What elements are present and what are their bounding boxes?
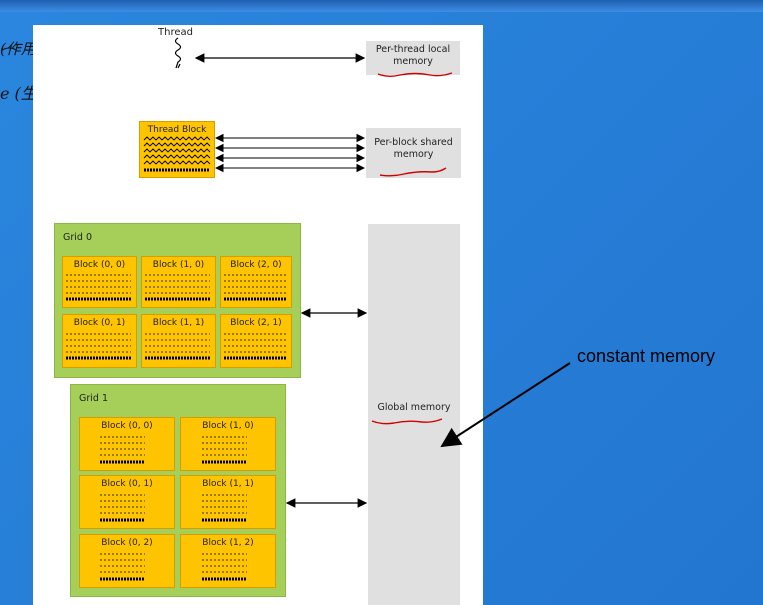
thread-label: Thread bbox=[158, 27, 193, 38]
per-thread-local-memory: Per-thread local memory bbox=[366, 41, 460, 75]
per-block-memory-line2: memory bbox=[393, 149, 434, 160]
constant-memory-annotation: constant memory bbox=[577, 346, 716, 366]
grid1-block-label: Block (0, 2) bbox=[101, 538, 153, 548]
grid0-block-label: Block (0, 1) bbox=[73, 318, 126, 328]
thread-block-label: Thread Block bbox=[147, 125, 207, 135]
thread-squiggle-icon bbox=[174, 37, 182, 69]
grid1-block-label: Block (1, 0) bbox=[202, 421, 254, 431]
global-memory: Global memory bbox=[368, 224, 460, 605]
grid1-block: Block (0, 0) bbox=[79, 417, 175, 471]
per-thread-memory-line2: memory bbox=[393, 56, 433, 67]
grid1-block-label: Block (1, 2) bbox=[202, 538, 254, 548]
constant-memory-pointer-arrow bbox=[440, 362, 571, 448]
grid1-block-label: Block (0, 0) bbox=[101, 421, 153, 431]
thread-block-memory-arrows bbox=[214, 133, 366, 173]
grid-1-title: Grid 1 bbox=[79, 393, 109, 404]
grid0-block-label: Block (2, 0) bbox=[230, 260, 282, 270]
per-thread-memory-line1: Per-thread local bbox=[375, 44, 451, 55]
slide-top-bar bbox=[0, 0, 763, 12]
per-block-shared-memory: Per-block shared memory bbox=[366, 128, 461, 178]
grid0-block-label: Block (1, 0) bbox=[152, 260, 205, 270]
grid-block-threads-icons bbox=[66, 274, 286, 581]
global-memory-label: Global memory bbox=[377, 402, 451, 413]
thread-block-threads-icon bbox=[143, 136, 211, 172]
grid1-block-label: Block (0, 1) bbox=[101, 479, 153, 489]
per-block-memory-line1: Per-block shared bbox=[374, 137, 453, 148]
grid-0-title: Grid 0 bbox=[63, 232, 93, 243]
grid0-block-label: Block (2, 1) bbox=[230, 318, 282, 328]
handwritten-stroke bbox=[1, 47, 17, 51]
grid1-block-label: Block (1, 1) bbox=[202, 479, 254, 489]
red-underlines bbox=[371, 72, 453, 425]
grid0-block-label: Block (0, 0) bbox=[73, 260, 126, 270]
grid0-block-label: Block (1, 1) bbox=[152, 318, 205, 328]
